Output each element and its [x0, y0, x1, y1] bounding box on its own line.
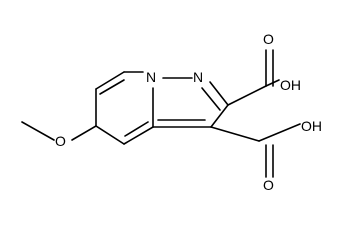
atom-n-bridgehead: N [146, 69, 156, 85]
bonds [21, 49, 301, 178]
bond-c2-c3 [210, 104, 229, 128]
atom-o-lower-carbonyl: O [263, 177, 274, 193]
bond-c7-o [71, 125, 97, 141]
bond-c3-cooh [210, 126, 260, 142]
bond-n2-c2-double [201, 87, 221, 111]
molecule-canvas: N N O O OH OH O [21, 31, 322, 193]
atom-o-upper-hydroxyl: OH [280, 77, 301, 93]
bond-c7-c8 [95, 125, 125, 145]
atom-labels: N N O O OH OH O [55, 31, 322, 193]
bond-c2-cooh [227, 85, 267, 106]
atom-n-pyrazole: N [193, 69, 203, 85]
atom-o-lower-hydroxyl: OH [301, 118, 322, 134]
bond-c8-c9 [123, 126, 154, 145]
bond-n2-c2 [209, 81, 229, 106]
atom-o-methoxy: O [55, 133, 66, 149]
atom-o-upper-carbonyl: O [263, 31, 274, 47]
bond-cooh2-oh [258, 123, 301, 142]
bond-o-ch3 [21, 121, 55, 141]
bond-cooh-oh [265, 79, 280, 87]
bond-c8-c9-double [124, 121, 149, 137]
bond-c6-c7-double [99, 79, 125, 95]
bond-n1-c6 [95, 71, 125, 90]
molecule-structure: N N O O OH OH O [21, 31, 322, 193]
